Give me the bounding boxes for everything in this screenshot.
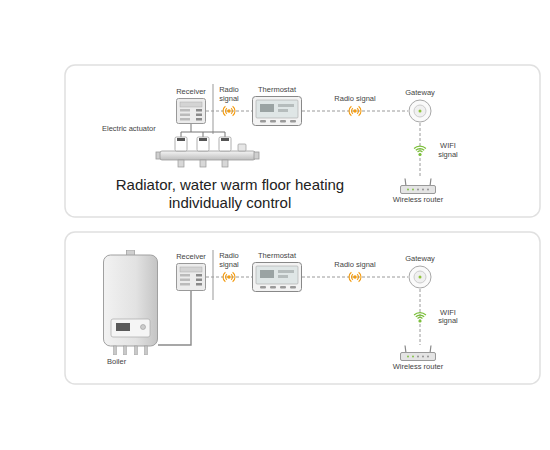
caption-text: Radiator, water warm floor heating indiv… [80, 176, 380, 212]
node-label: Receiver [176, 253, 206, 262]
router-icon [400, 178, 436, 194]
router-box: Wireless router [400, 178, 436, 194]
signal-label: WIFI signal [432, 142, 464, 159]
node-label: Gateway [405, 89, 435, 98]
node-label: Thermostat [258, 86, 296, 95]
signal-label: Radio signal [215, 252, 243, 269]
node-label: Wireless router [393, 363, 443, 372]
node-label: Receiver [176, 88, 206, 97]
signal-label: Radio signal [333, 261, 376, 270]
signal-label: Radio signal [215, 86, 243, 103]
wifi-symbol [414, 313, 426, 323]
receiver-icon [176, 98, 206, 124]
boiler-icon [103, 250, 158, 355]
thermostat-box: Thermostat [252, 262, 302, 292]
node-label: Gateway [405, 255, 435, 264]
wall-line [213, 84, 214, 134]
gateway-circle: Gateway [408, 265, 432, 289]
boiler-wire [158, 291, 191, 345]
radio-symbol [349, 272, 361, 282]
radio-symbol [223, 272, 235, 282]
gateway-icon [408, 265, 432, 289]
boiler-unit: Boiler [103, 250, 158, 355]
signal-label: Radio signal [333, 95, 376, 104]
router-box: Wireless router [400, 345, 436, 361]
thermostat-icon [252, 262, 302, 292]
actuator-wire [181, 124, 225, 137]
wall-line [213, 250, 214, 300]
wifi-symbol [414, 146, 426, 156]
receiver-icon [176, 263, 206, 291]
panel [65, 65, 540, 217]
radio-symbol [349, 106, 361, 116]
receiver-box: Receiver [176, 98, 206, 124]
gateway-circle: Gateway [408, 99, 432, 123]
gateway-icon [408, 99, 432, 123]
thermostat-icon [252, 96, 302, 126]
electric-actuator [175, 137, 231, 151]
panel [65, 232, 540, 384]
receiver-box: Receiver [176, 263, 206, 291]
node-label: Thermostat [258, 252, 296, 261]
part-label: Electric actuator [102, 125, 156, 134]
node-label: Wireless router [393, 196, 443, 205]
radio-symbol [223, 106, 235, 116]
node-label: Boiler [107, 358, 126, 367]
signal-label: WIFI signal [432, 309, 464, 326]
router-icon [400, 345, 436, 361]
thermostat-box: Thermostat [252, 96, 302, 126]
